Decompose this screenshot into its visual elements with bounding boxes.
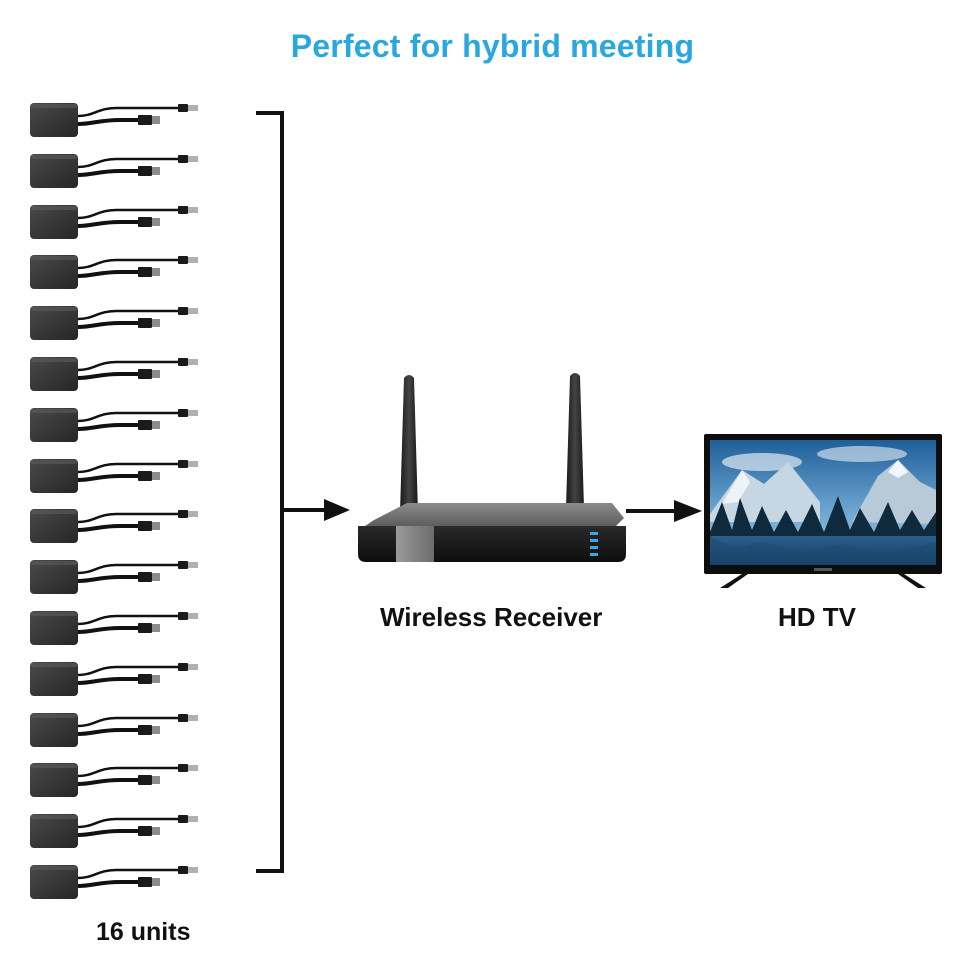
transmitter-dongle-icon xyxy=(28,303,208,343)
receiver-label: Wireless Receiver xyxy=(380,602,603,632)
transmitter-dongle-icon xyxy=(28,659,208,699)
transmitter-dongle-icon xyxy=(28,710,208,750)
transmitter-dongle-icon xyxy=(28,202,208,242)
transmitter-dongle-icon xyxy=(28,456,208,496)
transmitter-dongle-icon xyxy=(28,252,208,292)
diagram-title: Perfect for hybrid meeting xyxy=(290,28,695,64)
transmitter-dongle-icon xyxy=(28,100,208,140)
transmitter-dongle-icon xyxy=(28,811,208,851)
receiver-to-tv-arrow xyxy=(626,500,702,522)
transmitter-count-label: 16 units xyxy=(96,918,191,946)
transmitter-dongle-icon xyxy=(28,760,208,800)
hd-tv-icon xyxy=(704,434,942,588)
transmitter-dongle-icon xyxy=(28,405,208,445)
wireless-receiver-icon xyxy=(358,373,626,562)
transmitter-dongle-icon xyxy=(28,608,208,648)
group-bracket-arrow xyxy=(256,111,350,873)
transmitter-dongle-icon xyxy=(28,557,208,597)
transmitter-dongle-icon xyxy=(28,506,208,546)
transmitter-dongle-icon xyxy=(28,151,208,191)
transmitter-dongle-icon xyxy=(28,354,208,394)
transmitter-stack xyxy=(28,100,208,910)
transmitter-dongle-icon xyxy=(28,862,208,902)
tv-label: HD TV xyxy=(778,602,856,632)
